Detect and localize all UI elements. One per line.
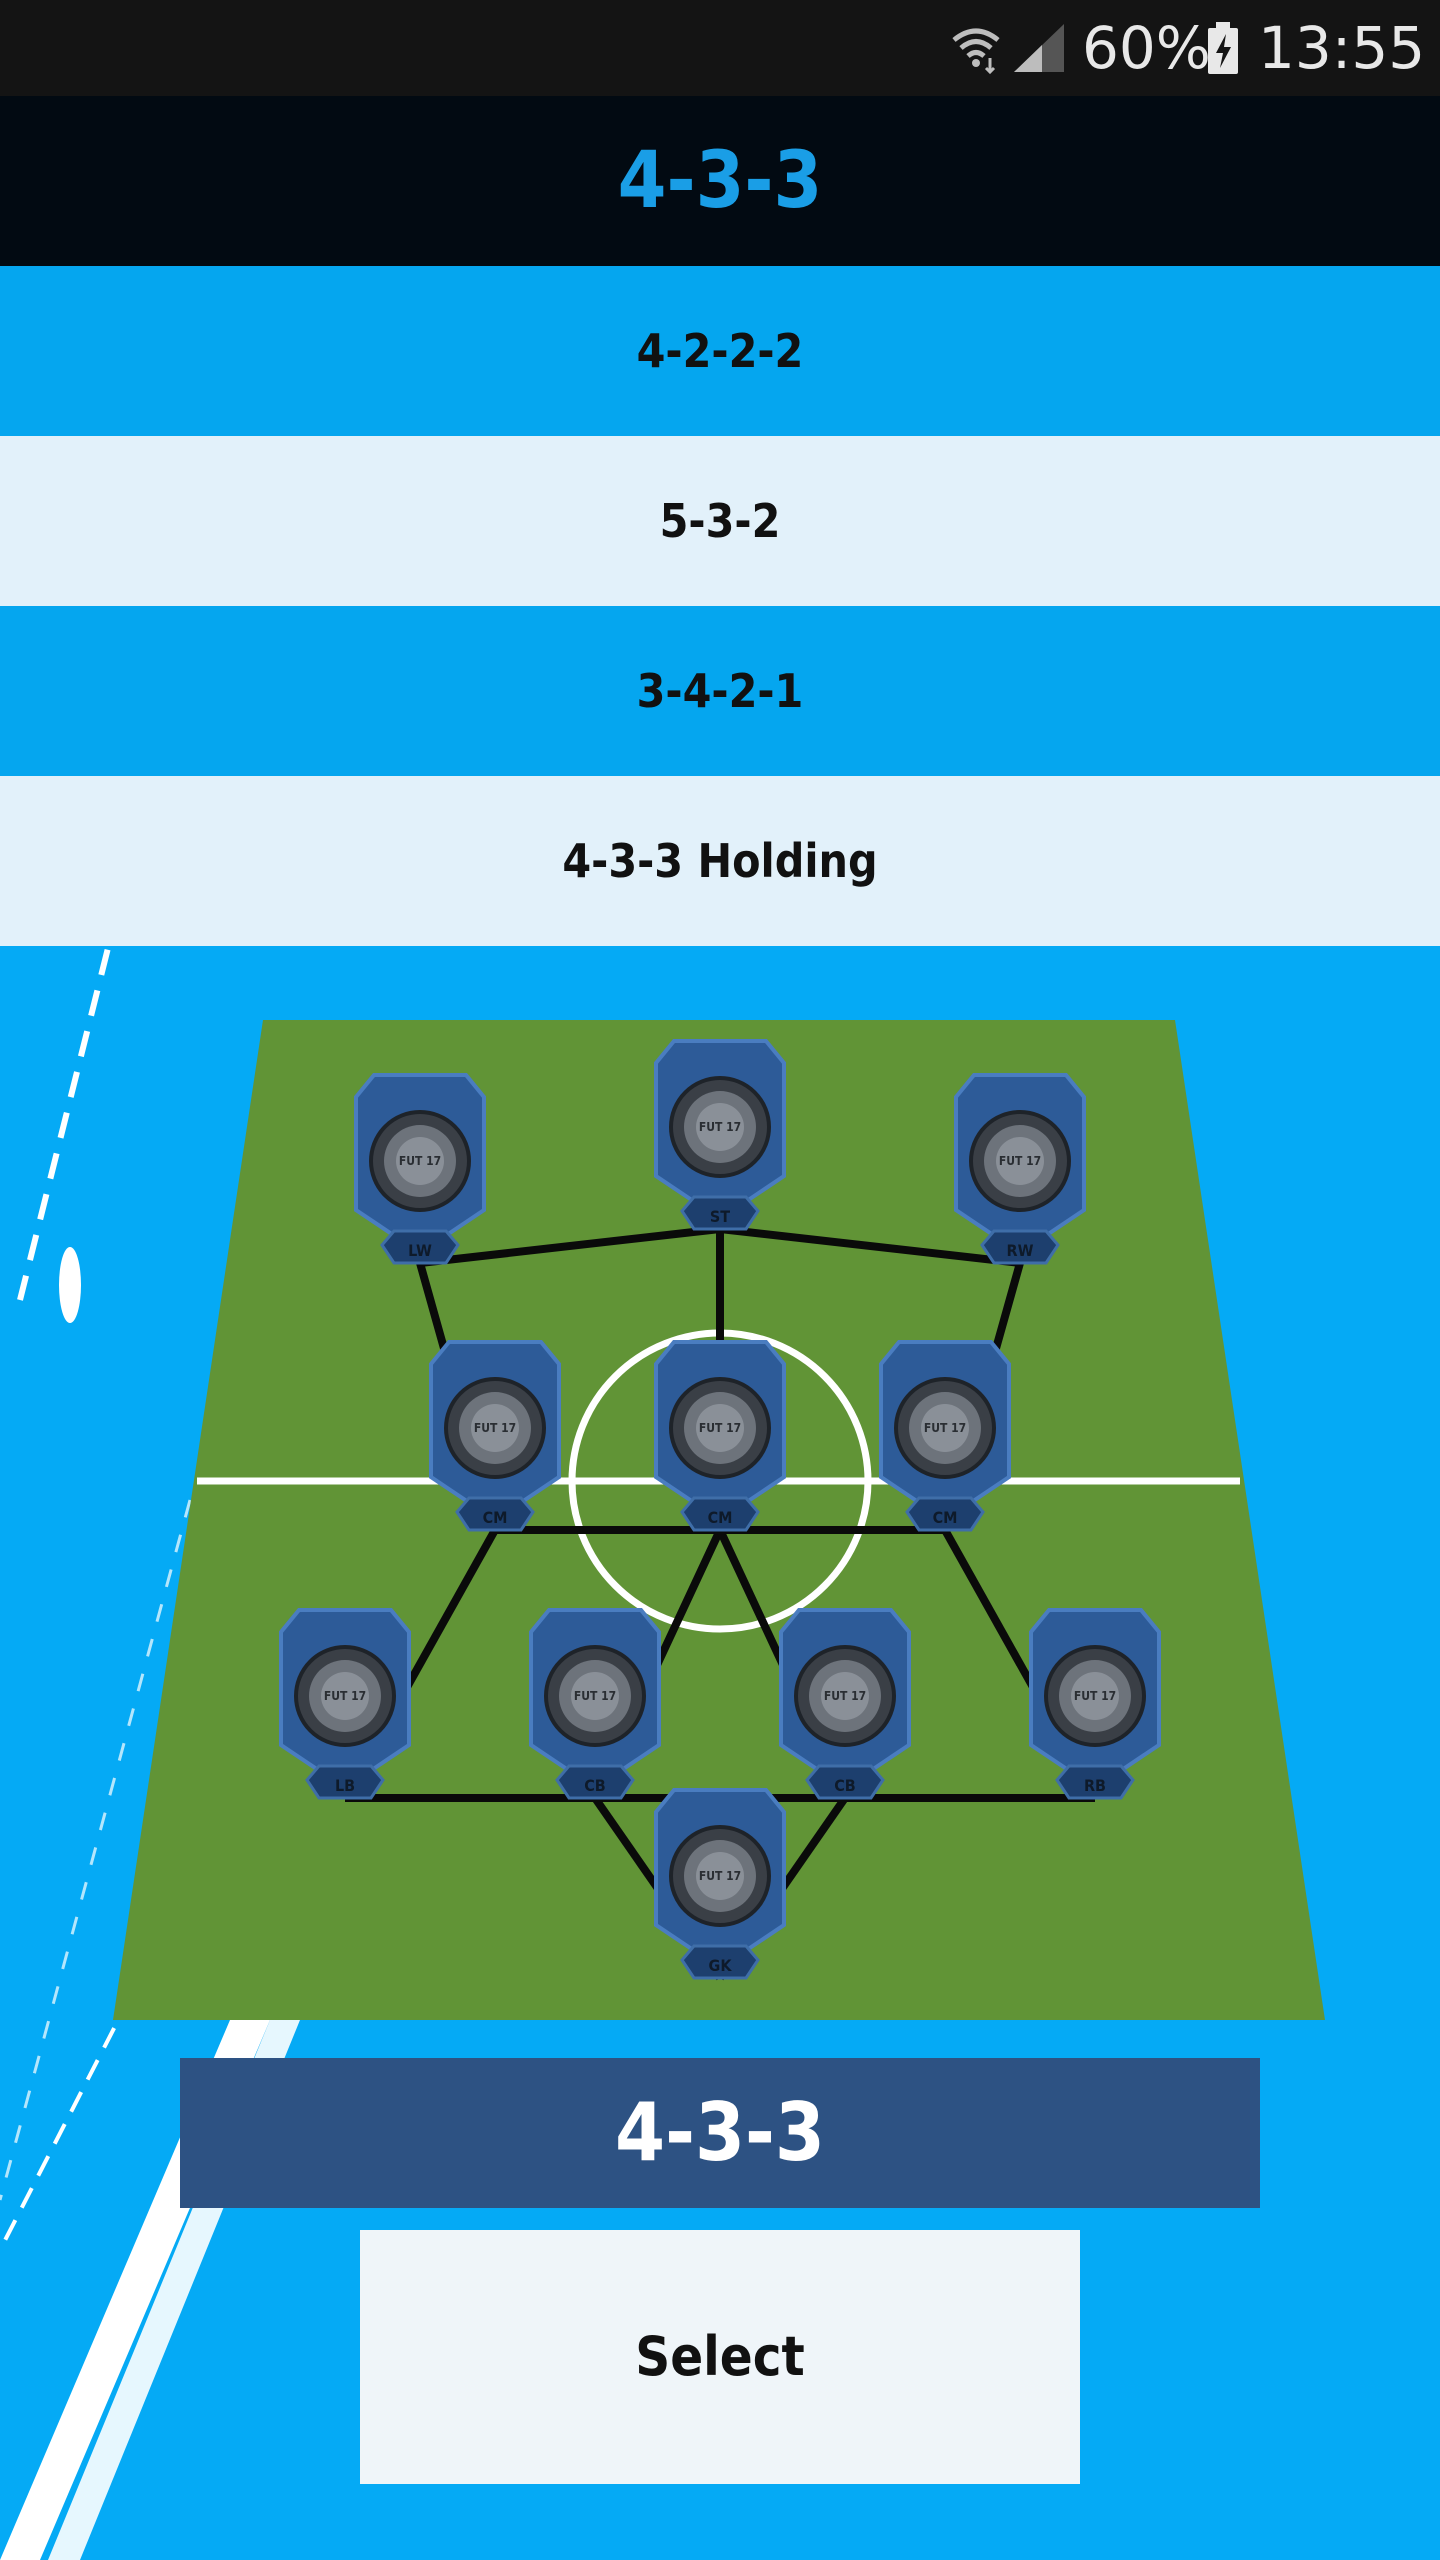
formation-pitch: FUT 17 LW FUT 17 ST FUT 17 RW FUT 17 CM FUT 17 CM… [113, 1020, 1325, 2020]
card-logo-text: FUT 17 [574, 1689, 616, 1703]
position-label: LW [408, 1241, 432, 1260]
formation-option-4-3-3-holding[interactable]: 4-3-3 Holding [0, 776, 1440, 946]
position-label: CM [708, 1508, 733, 1527]
player-card[interactable]: FUT 17 RW [954, 1073, 1086, 1265]
signal-icon [1014, 24, 1064, 72]
position-label: CB [834, 1776, 856, 1795]
selected-formation-name: 4-3-3 [180, 2058, 1260, 2208]
position-label: RW [1007, 1241, 1034, 1260]
position-label: ST [710, 1207, 730, 1226]
player-card[interactable]: FUT 17 LW [354, 1073, 486, 1265]
player-card[interactable]: FUT 17 CB [529, 1608, 661, 1800]
formation-option-4-2-2-2[interactable]: 4-2-2-2 [0, 266, 1440, 436]
battery-charging-icon [1208, 22, 1238, 74]
position-label: CM [483, 1508, 508, 1527]
card-logo-text: FUT 17 [474, 1421, 516, 1435]
wifi-icon [952, 28, 1000, 75]
formation-option-5-3-2[interactable]: 5-3-2 [0, 436, 1440, 606]
player-card[interactable]: FUT 17 CM [654, 1340, 786, 1532]
player-card[interactable]: FUT 17 CM [429, 1340, 561, 1532]
position-label: LB [335, 1776, 355, 1795]
formation-option-3-4-2-1[interactable]: 3-4-2-1 [0, 606, 1440, 776]
clock: 13:55 [1258, 14, 1426, 82]
formation-link [419, 1225, 721, 1267]
player-card[interactable]: FUT 17 GK [654, 1788, 786, 1980]
card-logo-text: FUT 17 [999, 1154, 1041, 1168]
position-label: GK [709, 1956, 733, 1975]
header-bar: 4-3-3 [0, 96, 1440, 266]
position-label: CB [584, 1776, 606, 1795]
player-card[interactable]: FUT 17 ST [654, 1039, 786, 1231]
card-logo-text: FUT 17 [324, 1689, 366, 1703]
formation-link [719, 1225, 1021, 1267]
card-logo-text: FUT 17 [699, 1421, 741, 1435]
status-bar: 60% 13:55 [0, 0, 1440, 96]
select-button[interactable]: Select [360, 2230, 1080, 2484]
card-logo-text: FUT 17 [1074, 1689, 1116, 1703]
formation-players: FUT 17 LW FUT 17 ST FUT 17 RW FUT 17 CM FUT 17 CM… [279, 1039, 1161, 1980]
card-logo-text: FUT 17 [699, 1120, 741, 1134]
player-card[interactable]: FUT 17 LB [279, 1608, 411, 1800]
player-card[interactable]: FUT 17 CM [879, 1340, 1011, 1532]
player-card[interactable]: FUT 17 RB [1029, 1608, 1161, 1800]
battery-percentage: 60% [1082, 14, 1211, 82]
card-logo-text: FUT 17 [399, 1154, 441, 1168]
position-label: CM [933, 1508, 958, 1527]
player-card[interactable]: FUT 17 CB [779, 1608, 911, 1800]
card-logo-text: FUT 17 [699, 1869, 741, 1883]
card-logo-text: FUT 17 [824, 1689, 866, 1703]
position-label: RB [1084, 1776, 1106, 1795]
card-logo-text: FUT 17 [924, 1421, 966, 1435]
current-formation-title: 4-3-3 [617, 136, 823, 226]
